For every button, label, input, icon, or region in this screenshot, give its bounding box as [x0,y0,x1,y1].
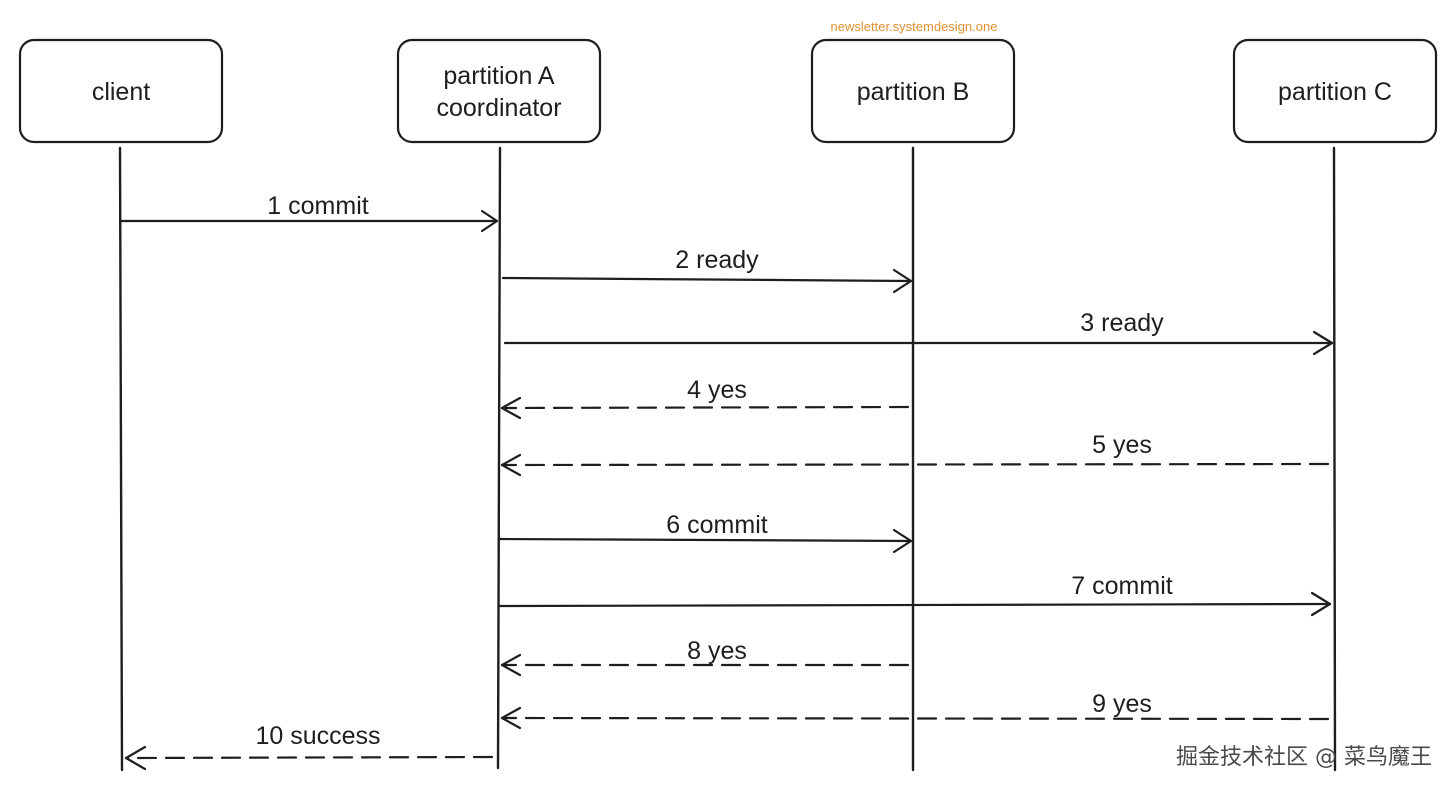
participant-label: partition B [857,78,970,106]
arrowhead-icon [500,653,522,677]
message-4: 4 yes [500,376,910,420]
participant-label-line1: partition A [443,62,555,90]
message-arrow-line [498,537,913,543]
message-8: 8 yes [500,637,910,677]
arrowhead-icon [480,209,499,233]
message-label: 1 commit [267,192,368,220]
message-label: 6 commit [666,511,767,539]
watermark-newsletter: newsletter.systemdesign.one [831,19,998,34]
message-9: 9 yes [500,690,1330,730]
message-label: 8 yes [687,637,747,665]
message-arrow-line [500,405,910,410]
message-label: 4 yes [687,376,747,404]
arrowhead-icon [892,268,913,294]
message-label: 7 commit [1071,572,1172,600]
participant-client: client [18,38,224,144]
arrowhead-icon [1312,330,1334,356]
participant-partition-c: partition C [1232,38,1438,144]
arrowhead-icon [500,396,522,420]
message-arrow-line [500,716,1330,721]
message-label: 3 ready [1080,309,1164,337]
message-1: 1 commit [118,192,499,233]
message-arrow-line [498,602,1332,608]
message-6: 6 commit [498,511,913,554]
watermark-juejin: 掘金技术社区 @ 菜鸟魔王 [1176,745,1432,770]
lifeline-partition-c [1332,146,1337,772]
message-10: 10 success [124,722,494,771]
participant-box [810,38,1016,144]
message-arrow-line [500,462,1330,467]
participant-partition-a: partition A coordinator [396,38,602,144]
message-arrow-line [124,755,494,760]
message-3: 3 ready [503,309,1334,356]
arrowhead-icon [892,528,913,554]
arrowhead-icon [124,745,147,771]
message-label: 2 ready [675,246,759,274]
participant-box [1232,38,1438,144]
message-2: 2 ready [501,246,913,294]
message-label: 9 yes [1092,690,1152,718]
participant-box [18,38,224,144]
participant-label-line2: coordinator [436,94,561,122]
arrowhead-icon [1310,591,1332,617]
participant-box [396,38,602,144]
participant-label: client [92,78,150,106]
message-7: 7 commit [498,572,1332,617]
arrowhead-icon [500,706,522,730]
lifeline-partition-a [496,146,502,770]
message-arrow-line [501,276,913,283]
message-label: 5 yes [1092,431,1152,459]
message-label: 10 success [255,722,380,750]
lifeline-client [118,146,124,772]
message-5: 5 yes [500,431,1330,477]
participant-label: partition C [1278,78,1392,106]
participant-partition-b: partition B [810,38,1016,144]
arrowhead-icon [500,453,522,477]
